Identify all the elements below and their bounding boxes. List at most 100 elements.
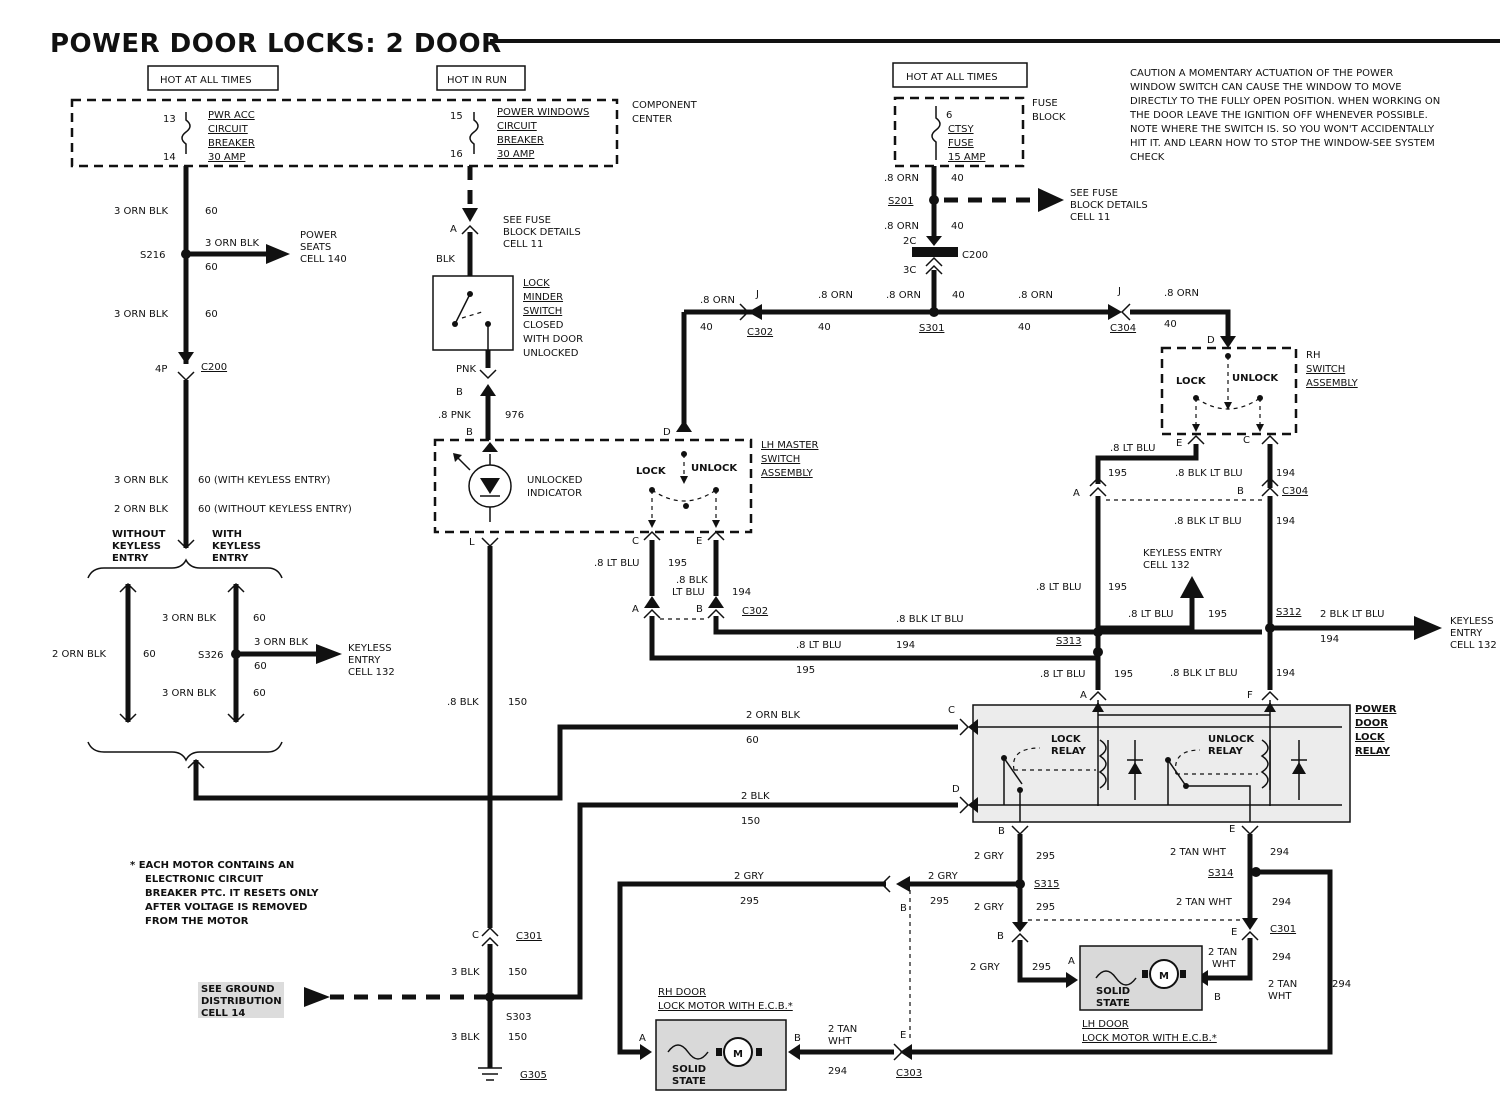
svg-text:DIRECTLY TO THE FULLY OPEN PO: DIRECTLY TO THE FULLY OPEN POSITION. WHE… xyxy=(1130,96,1440,107)
wire-num: 40 xyxy=(700,322,713,333)
diagram-title: POWER DOOR LOCKS: 2 DOOR xyxy=(50,29,502,59)
connector-c200: C200 xyxy=(201,362,227,373)
wire-num: 150 xyxy=(508,967,527,978)
svg-text:ENTRY: ENTRY xyxy=(348,655,381,666)
wire-num: 60 xyxy=(254,661,267,672)
wire-label: .8 BLK LT BLU xyxy=(1170,668,1238,679)
unlocked-indicator-box xyxy=(433,438,753,534)
wire-label: 3 BLK xyxy=(451,1032,480,1043)
wire-label: 2 ORN BLK xyxy=(52,649,106,660)
wire-num: 195 xyxy=(1208,609,1227,620)
svg-text:SEE FUSE: SEE FUSE xyxy=(1070,188,1118,199)
svg-text:DISTRIBUTION: DISTRIBUTION xyxy=(201,996,282,1007)
wire-label: 2 TAN xyxy=(1208,947,1237,958)
svg-text:ASSEMBLY: ASSEMBLY xyxy=(1306,378,1359,389)
wire-label: .8 BLK xyxy=(447,697,479,708)
wire-num: 194 xyxy=(1320,634,1339,645)
wire-num: 60 xyxy=(205,206,218,217)
svg-text:ENTRY: ENTRY xyxy=(1450,628,1483,639)
unlocked-indicator-label-2: INDICATOR xyxy=(527,488,582,499)
splice-s216: S216 xyxy=(140,250,165,261)
wire-num: 295 xyxy=(740,896,759,907)
pwr-acc-circuit-breaker: 13 14 PWR ACC CIRCUIT BREAKER 30 AMP xyxy=(163,110,255,163)
wire-label: .8 LT BLU xyxy=(1110,443,1155,454)
orn-blk-wire-to-relay xyxy=(193,724,958,801)
svg-text:KEYLESS: KEYLESS xyxy=(348,643,392,654)
svg-text:WINDOW SWITCH CAN CAUSE THE WI: WINDOW SWITCH CAN CAUSE THE WINDOW TO MO… xyxy=(1130,82,1402,93)
lock-relay-label: LOCK xyxy=(1051,734,1082,745)
unlocked-indicator xyxy=(453,442,512,522)
svg-text:DOOR: DOOR xyxy=(1355,718,1388,729)
wire-num: 40 xyxy=(1018,322,1031,333)
svg-text:POWER: POWER xyxy=(300,230,337,241)
wire-num: 194 xyxy=(1276,516,1295,527)
wire-num: 150 xyxy=(741,816,760,827)
hot-at-all-times-label-2: HOT AT ALL TIMES xyxy=(892,62,1028,88)
splice-s303: S303 xyxy=(506,1012,531,1023)
splice-s313: S313 xyxy=(1056,636,1081,647)
wire-num: 150 xyxy=(508,1032,527,1043)
splice-s326: S326 xyxy=(198,650,223,661)
lock-label: LOCK xyxy=(636,466,667,477)
svg-text:CLOSED: CLOSED xyxy=(523,320,564,331)
svg-text:WITHOUT: WITHOUT xyxy=(112,529,166,540)
wire-label: 2 TAN xyxy=(1268,979,1297,990)
wire-color: BLK xyxy=(436,254,455,265)
wire-num: 150 xyxy=(508,697,527,708)
svg-text:CELL 11: CELL 11 xyxy=(503,239,543,250)
with-keyless-label: WITH KEYLESS ENTRY xyxy=(212,529,261,564)
wire-label: LT BLU xyxy=(672,587,705,598)
see-fuse-block-ref-1: SEE FUSE BLOCK DETAILS CELL 11 xyxy=(503,215,581,250)
svg-text:RH: RH xyxy=(1306,350,1320,361)
wire-label: WHT xyxy=(828,1036,852,1047)
pin-c: C xyxy=(948,705,955,716)
svg-text:BLOCK DETAILS: BLOCK DETAILS xyxy=(503,227,581,238)
svg-text:ENTRY: ENTRY xyxy=(112,553,149,564)
wire-num: 60 xyxy=(253,613,266,624)
lh-master-switch-label: LH MASTER SWITCH ASSEMBLY xyxy=(761,440,819,479)
wire-label: .8 LT BLU xyxy=(1036,582,1081,593)
see-ground-distribution-ref: SEE GROUND DISTRIBUTION CELL 14 xyxy=(198,982,284,1019)
wire-label: .8 BLK LT BLU xyxy=(896,614,964,625)
wire-label: 3 ORN BLK xyxy=(254,637,308,648)
hot-in-run-label: HOT IN RUN xyxy=(436,65,526,91)
pin-e: E xyxy=(900,1030,906,1041)
fuse-block-label: FUSE xyxy=(1032,98,1058,109)
svg-text:LOCK: LOCK xyxy=(1355,732,1386,743)
wire-num: 294 xyxy=(1270,847,1289,858)
pin-c: C xyxy=(1243,435,1250,446)
svg-text:ENTRY: ENTRY xyxy=(212,553,249,564)
pin-b: B xyxy=(900,903,907,914)
lock-minder-switch-label: LOCK MINDER SWITCH CLOSED WITH DOOR UNLO… xyxy=(523,278,583,359)
lh-master-switch xyxy=(643,420,1262,661)
pin-b: B xyxy=(1237,486,1244,497)
svg-text:HOT IN RUN: HOT IN RUN xyxy=(447,75,507,86)
connector-c302: C302 xyxy=(742,606,768,617)
wire-num: 294 xyxy=(1332,979,1351,990)
wire-num: 294 xyxy=(1272,897,1291,908)
svg-text:15 AMP: 15 AMP xyxy=(948,152,985,163)
svg-text:BREAKER: BREAKER xyxy=(208,138,255,149)
pin-d: D xyxy=(1207,335,1215,346)
wire-label: 3 BLK xyxy=(451,967,480,978)
svg-text:BREAKER PTC. IT RESETS ONLY: BREAKER PTC. IT RESETS ONLY xyxy=(145,888,319,899)
svg-text:CIRCUIT: CIRCUIT xyxy=(208,124,249,135)
svg-text:KEYLESS: KEYLESS xyxy=(112,541,161,552)
pin-a: A xyxy=(1073,488,1080,499)
pin-a: A xyxy=(1068,956,1075,967)
rh-switch-label: RH SWITCH ASSEMBLY xyxy=(1306,350,1359,389)
pin-b: B xyxy=(1214,992,1221,1003)
wire-num: 294 xyxy=(828,1066,847,1077)
rh-switch xyxy=(1089,353,1442,701)
splice-s314: S314 xyxy=(1208,868,1233,879)
wire-num: 60 (WITH KEYLESS ENTRY) xyxy=(198,475,331,486)
motor-m: M xyxy=(733,1049,743,1060)
pin-f: F xyxy=(1247,690,1253,701)
lh-motor-label-2: LOCK MOTOR WITH E.C.B.* xyxy=(1082,1033,1217,1044)
hot-at-all-times-label-1: HOT AT ALL TIMES xyxy=(147,65,279,91)
pin-j: J xyxy=(1117,286,1121,297)
wire-num: 294 xyxy=(1272,952,1291,963)
connector-c304: C304 xyxy=(1110,323,1136,334)
wire-label: 2 BLK xyxy=(741,791,770,802)
